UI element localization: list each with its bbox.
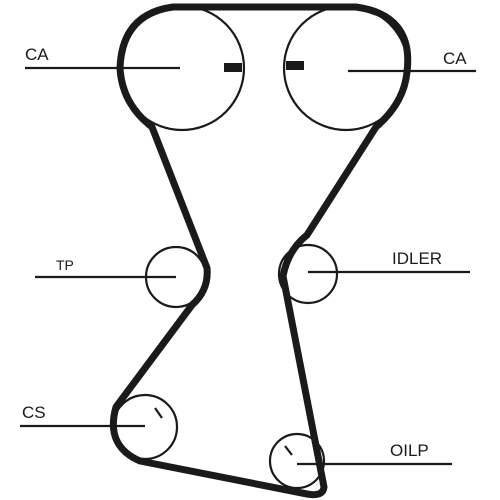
timing-belt bbox=[109, 3, 412, 499]
label-ca-right: CA bbox=[443, 49, 467, 68]
label-ca-left: CA bbox=[25, 45, 49, 64]
label-oilp: OILP bbox=[390, 441, 429, 460]
idler-pulley bbox=[277, 243, 339, 305]
timing-mark-oil-pump bbox=[284, 445, 293, 456]
timing-mark-crankshaft bbox=[154, 407, 163, 419]
label-idler: IDLER bbox=[392, 249, 442, 268]
timing-mark-camshaft-left bbox=[224, 63, 242, 72]
label-cs: CS bbox=[22, 403, 46, 422]
label-tp: TP bbox=[56, 257, 74, 273]
oil-pump-pulley bbox=[268, 432, 326, 490]
timing-mark-camshaft-right bbox=[286, 61, 304, 70]
